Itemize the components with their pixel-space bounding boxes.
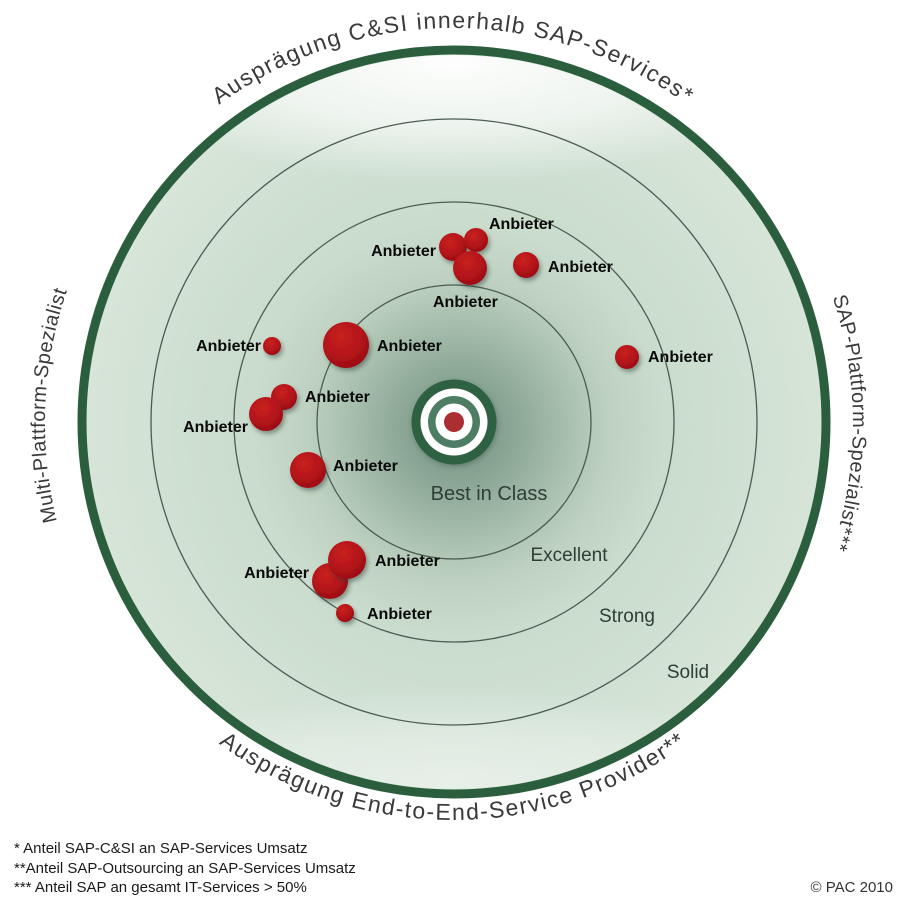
vendor-label: Anbieter <box>183 419 248 436</box>
vendor-label: Anbieter <box>333 458 398 475</box>
vendor-label: Anbieter <box>367 606 432 623</box>
vendor-bubble <box>336 604 354 622</box>
vendor-label: Anbieter <box>433 294 498 311</box>
top-glow <box>104 55 804 182</box>
vendor-bubbles: AnbieterAnbieterAnbieterAnbieterAnbieter… <box>183 216 713 623</box>
vendor-bubble <box>439 233 467 261</box>
vendor-label: Anbieter <box>196 338 261 355</box>
bullseye-ring <box>444 412 464 432</box>
vendor-label: Anbieter <box>648 349 713 366</box>
vendor-label: Anbieter <box>489 216 554 233</box>
vendor-label: Anbieter <box>377 338 442 355</box>
vendor-bubble <box>290 452 326 488</box>
zone-ring <box>150 118 758 726</box>
vendor-label: Anbieter <box>375 553 440 570</box>
zone-label: Strong <box>599 606 655 627</box>
vendor-label: Anbieter <box>244 565 309 582</box>
vendor-bubble <box>464 228 488 252</box>
axis-title-left: Multi-Plattform-Spezialist <box>28 285 72 525</box>
footnote-line-3: *** Anteil SAP an gesamt IT-Services > 5… <box>14 879 307 896</box>
zone-label: Best in Class <box>431 483 548 505</box>
vendor-bubble <box>249 397 283 431</box>
zone-label: Excellent <box>530 545 608 566</box>
vendor-bubble <box>263 337 281 355</box>
vendor-bubble <box>453 251 487 285</box>
vendor-label: Anbieter <box>305 389 370 406</box>
vendor-label: Anbieter <box>548 259 613 276</box>
bullseye-target <box>411 379 497 465</box>
zone-rings <box>150 118 758 726</box>
zone-ring <box>233 201 675 643</box>
axis-title-right: SAP-Plattform-Spezialist*** <box>828 292 870 554</box>
vendor-bubble <box>323 322 369 368</box>
footnote-line-2: **Anteil SAP-Outsourcing an SAP-Services… <box>14 860 356 877</box>
vendor-label: Anbieter <box>371 243 436 260</box>
copyright-label: © PAC 2010 <box>811 879 894 896</box>
vendor-bubble <box>328 541 366 579</box>
footnote-line-1: * Anteil SAP-C&SI an SAP-Services Umsatz <box>14 840 307 857</box>
zone-label: Solid <box>667 662 709 683</box>
vendor-bubble <box>615 345 639 369</box>
zone-ring <box>316 284 592 560</box>
disc-highlights <box>104 55 804 789</box>
bottom-glow <box>124 688 784 789</box>
vendor-bubble <box>513 252 539 278</box>
